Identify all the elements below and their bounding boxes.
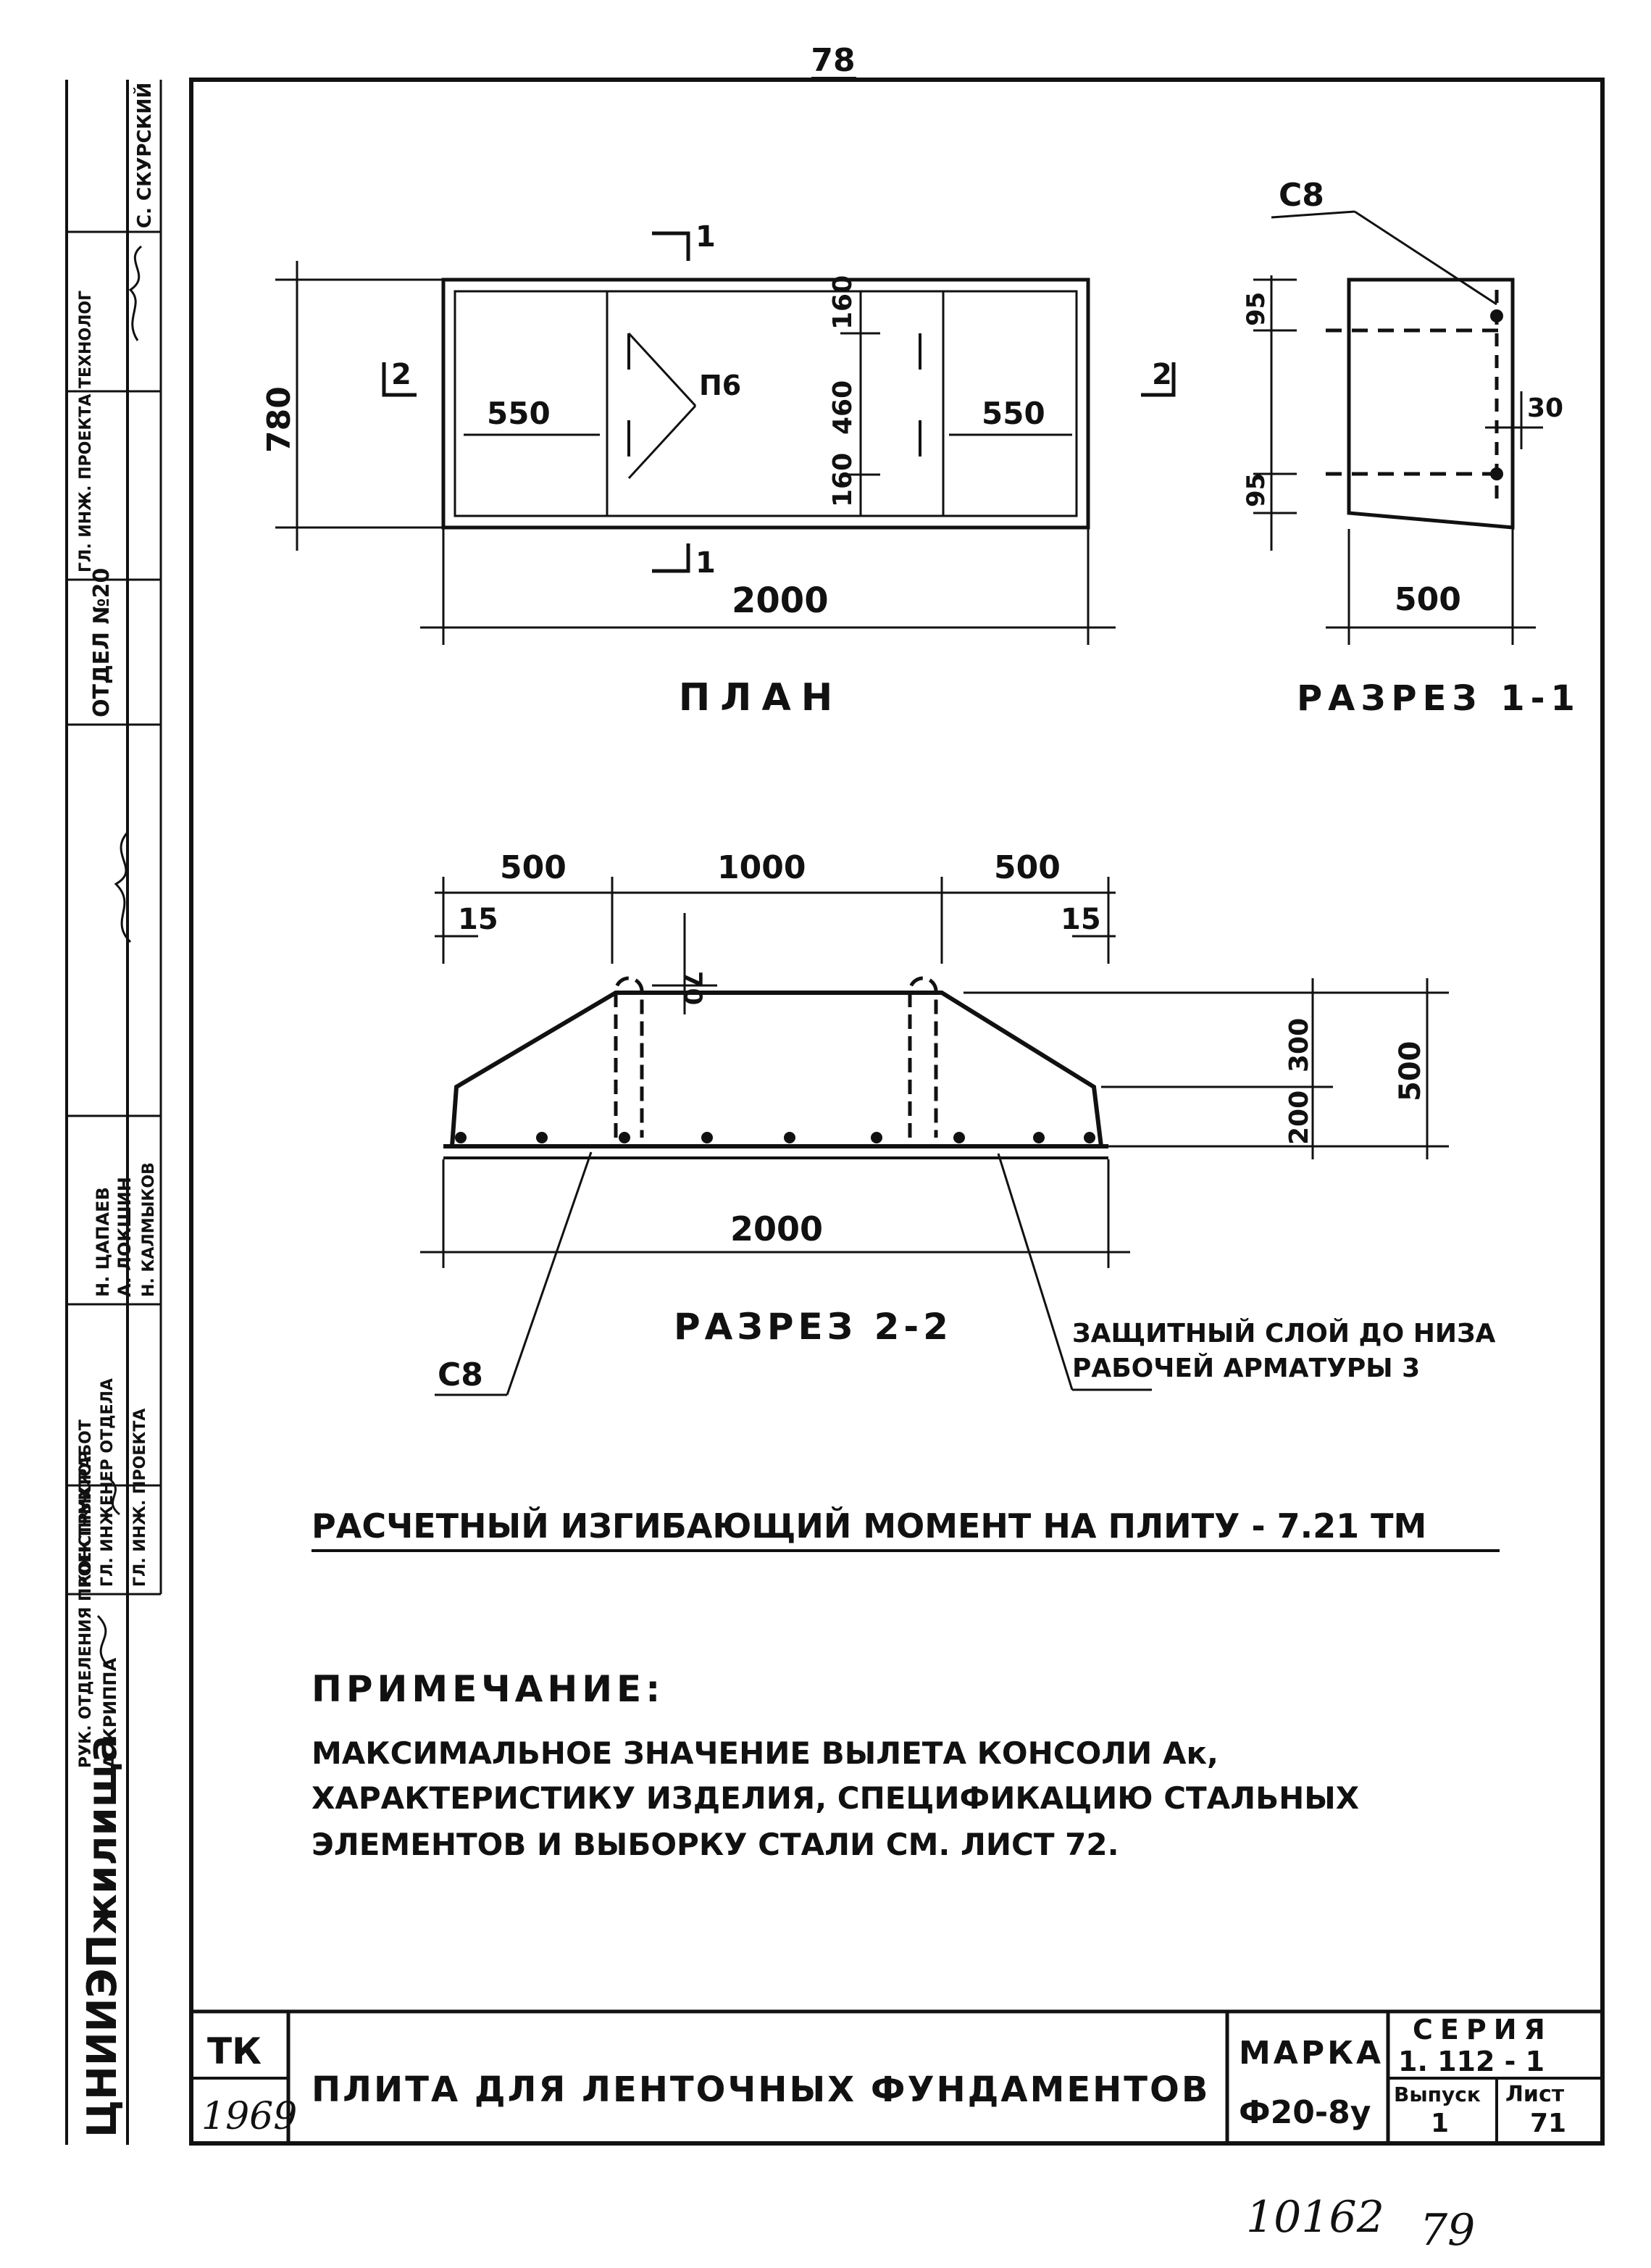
title-year: 1969 xyxy=(201,2095,297,2138)
title-issue-label: Выпуск xyxy=(1394,2083,1481,2106)
stamp-name-tsapaev: Н. ЦАПАЕВ xyxy=(93,1187,113,1297)
title-block: ТК 1969 ПЛИТА ДЛЯ ЛЕНТОЧНЫХ ФУНДАМЕНТОВ … xyxy=(191,2009,1602,2143)
plan-dim-bottom: 160 xyxy=(828,453,858,507)
stamp-role-constructor: КОНСТРУКТОР xyxy=(77,1451,95,1587)
signature-1 xyxy=(128,245,143,341)
plan-height: 780 xyxy=(261,386,298,453)
section-2-2: 500 1000 500 15 15 70 300 200 500 2000 С… xyxy=(420,849,1496,1396)
signature-2 xyxy=(114,833,132,943)
page-number-top: 78 xyxy=(811,42,855,79)
plan-loop-mark: П6 xyxy=(699,370,741,401)
title-series-value: 1. 112 - 1 xyxy=(1398,2046,1545,2077)
title-issue-value: 1 xyxy=(1431,2109,1449,2138)
plan-section-2-left: 2 xyxy=(391,358,411,391)
section-1-title: РАЗРЕЗ 1-1 xyxy=(1297,678,1581,719)
stamp-name-skurskiy: С. СКУРСКИЙ xyxy=(133,83,156,228)
inventory-number: 10162 xyxy=(1246,2192,1384,2243)
note-line-1: МАКСИМАЛЬНОЕ ЗНАЧЕНИЕ ВЫЛЕТА КОНСОЛИ Ак, xyxy=(312,1735,1219,1771)
page-number-bottom: 79 xyxy=(1420,2205,1475,2256)
section-1-width: 500 xyxy=(1395,581,1461,618)
stamp-role-chief-engineer-project: ГЛ. ИНЖ. ПРОЕКТА xyxy=(131,1409,149,1587)
note-line-3: ЭЛЕМЕНТОВ И ВЫБОРКУ СТАЛИ СМ. ЛИСТ 72. xyxy=(312,1827,1119,1862)
stamp-name-kalmykov: Н. КАЛМЫКОВ xyxy=(140,1162,158,1297)
section-1-dim-top: 95 xyxy=(1242,292,1271,326)
plan-title: ПЛАН xyxy=(679,676,843,720)
note-line-2: ХАРАКТЕРИСТИКУ ИЗДЕЛИЯ, СПЕЦИФИКАЦИЮ СТА… xyxy=(312,1780,1359,1816)
section-1-dim-bottom: 95 xyxy=(1242,473,1271,507)
stamp-name-krippa: А. КРИППА xyxy=(100,1657,120,1768)
section-2-height-upper: 300 xyxy=(1284,1018,1314,1072)
stamp-role-chief-engineer: ГЛ. ИНЖ. ПРОЕКТА ТЕХНОЛОГ xyxy=(77,291,95,572)
moment-note: РАСЧЕТНЫЙ ИЗГИБАЮЩИЙ МОМЕНТ НА ПЛИТУ - 7… xyxy=(312,1506,1426,1546)
section-2-dim-left: 500 xyxy=(500,849,567,886)
title-sheet-value: 71 xyxy=(1530,2109,1566,2138)
section-2-loop-offset: 70 xyxy=(678,971,707,1005)
plan-left-span: 550 xyxy=(487,396,551,431)
stamp-role-head-of-section: РУК. ОТДЕЛЕНИЯ ПРОЕКТНЫХ РАБОТ xyxy=(77,1419,95,1768)
side-stamp: С. СКУРСКИЙ ГЛ. ИНЖ. ПРОЕКТА ТЕХНОЛОГ ОТ… xyxy=(65,80,162,2145)
section-2-length: 2000 xyxy=(730,1209,823,1248)
section-2-height-lower: 200 xyxy=(1284,1091,1314,1145)
stamp-name-lokshin: А. ЛОКШИН xyxy=(114,1177,135,1297)
section-1-rebar-label: С8 xyxy=(1279,177,1324,214)
plan-right-span: 550 xyxy=(982,396,1045,431)
plan-dim-mid: 460 xyxy=(828,380,858,435)
plan-width: 2000 xyxy=(732,580,829,621)
section-1-dim-cover: 30 xyxy=(1527,393,1563,423)
plan-view: П6 550 550 160 460 160 780 2000 1 1 2 2 … xyxy=(261,220,1176,720)
stamp-dept-title: ОТДЕЛ №20 xyxy=(89,568,114,717)
section-2-rebar-label: С8 xyxy=(438,1356,483,1393)
plan-section-1-bottom: 1 xyxy=(695,546,716,580)
section-2-cover-note-2: РАБОЧЕЙ АРМАТУРЫ 3 xyxy=(1072,1353,1420,1383)
section-2-dim-mid: 1000 xyxy=(717,849,806,886)
section-2-dim-right: 500 xyxy=(994,849,1061,886)
title-marka-value: Ф20-8у xyxy=(1239,2094,1371,2131)
signature-3 xyxy=(81,1477,120,1516)
section-2-cover-note-1: ЗАЩИТНЫЙ СЛОЙ ДО НИЗА xyxy=(1072,1318,1496,1348)
plan-dim-top: 160 xyxy=(828,275,858,330)
section-2-edge-left: 15 xyxy=(458,903,498,936)
section-2-title: РАЗРЕЗ 2-2 xyxy=(674,1306,953,1348)
section-2-edge-right: 15 xyxy=(1061,903,1101,936)
title-marka-label: МАРКА xyxy=(1239,2035,1384,2072)
signature-4 xyxy=(96,1614,110,1668)
stamp-institute-name: ЦНИИЭПжилища xyxy=(79,1735,126,2138)
title-series-label: СЕРИЯ xyxy=(1413,2014,1552,2046)
title-org-mark: ТК xyxy=(207,2030,262,2072)
section-2-height-total: 500 xyxy=(1394,1041,1427,1102)
note-heading: ПРИМЕЧАНИЕ: xyxy=(312,1668,664,1710)
plan-section-2-right: 2 xyxy=(1152,358,1172,391)
title-sheet-label: Лист xyxy=(1505,2082,1565,2107)
plan-section-1-top: 1 xyxy=(695,220,716,254)
section-1-1: С8 95 95 30 500 РАЗРЕЗ 1-1 xyxy=(1242,177,1581,719)
title-name: ПЛИТА ДЛЯ ЛЕНТОЧНЫХ ФУНДАМЕНТОВ xyxy=(312,2069,1210,2110)
sheet-frame xyxy=(189,78,1605,2146)
